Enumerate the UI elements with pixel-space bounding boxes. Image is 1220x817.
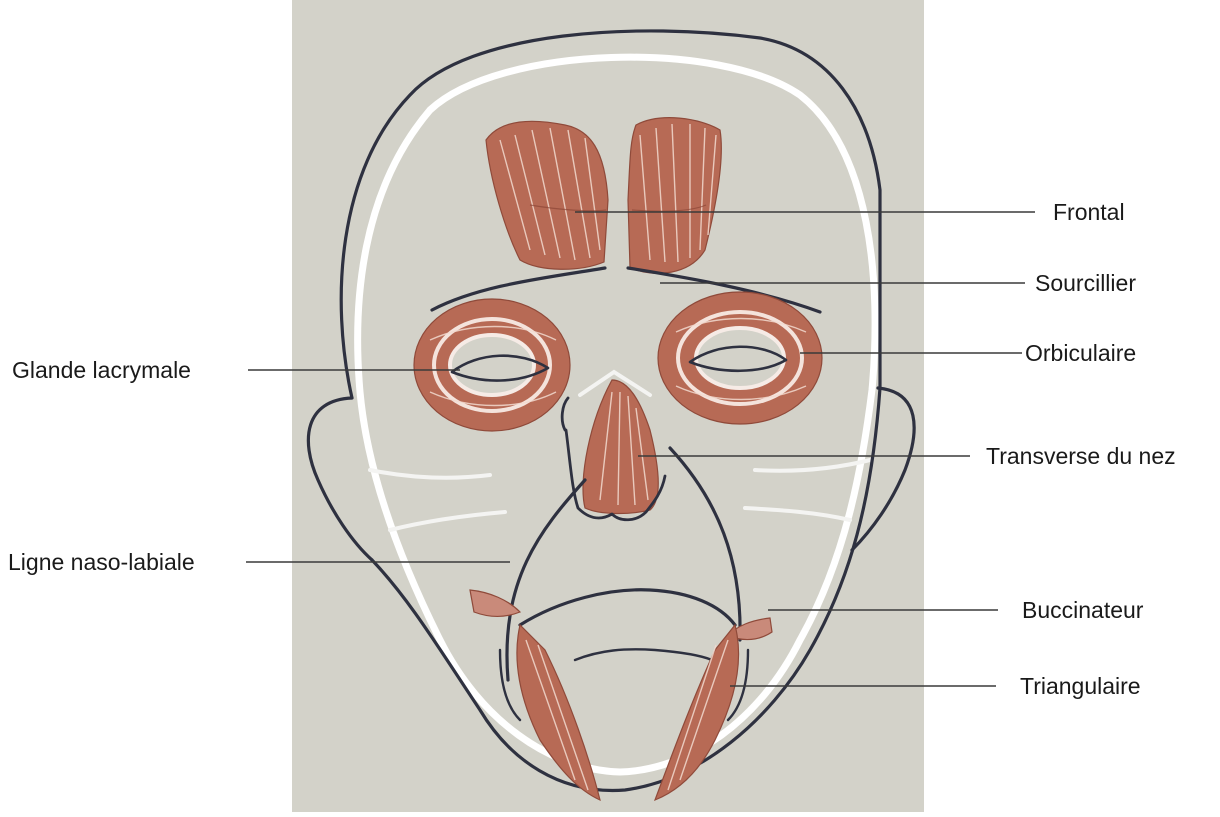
- orbiculaire-right: [658, 292, 822, 424]
- label-glande-lacrymale: Glande lacrymale: [12, 357, 191, 383]
- label-sourcillier: Sourcillier: [1035, 270, 1136, 296]
- label-triangulaire: Triangulaire: [1020, 673, 1141, 699]
- label-frontal: Frontal: [1053, 199, 1125, 225]
- label-orbiculaire: Orbiculaire: [1025, 340, 1136, 366]
- label-transverse-du-nez: Transverse du nez: [986, 443, 1176, 469]
- orbiculaire-left: [414, 299, 570, 431]
- label-ligne-naso-labiale: Ligne naso-labiale: [8, 549, 195, 575]
- label-buccinateur: Buccinateur: [1022, 597, 1144, 623]
